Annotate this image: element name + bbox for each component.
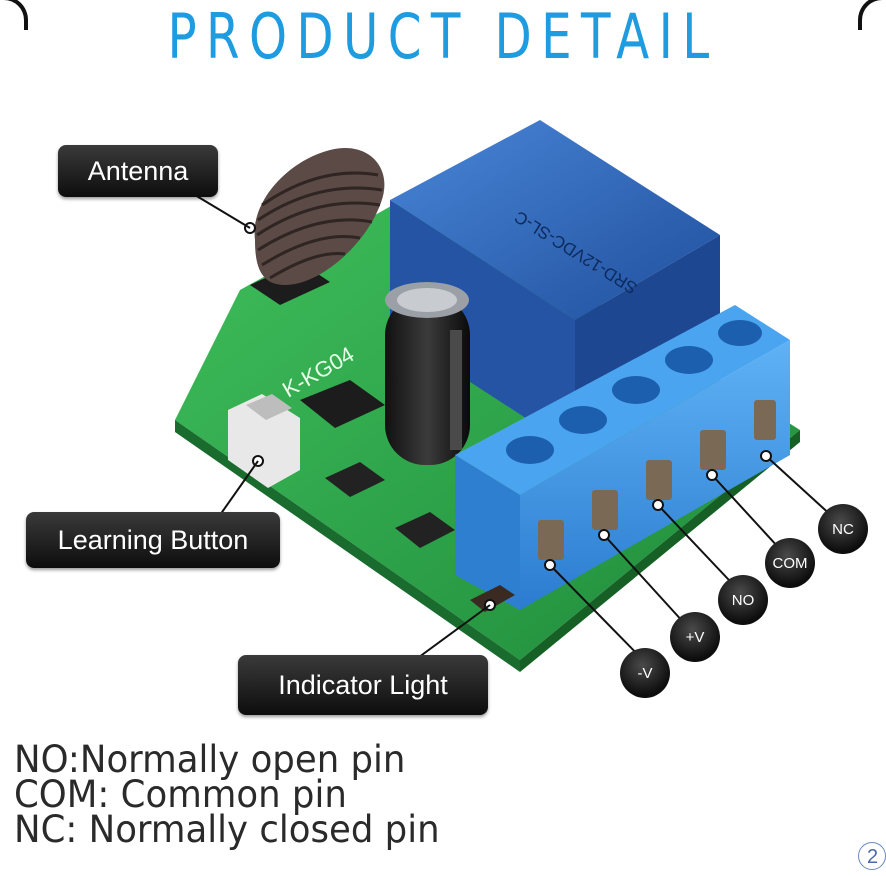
antenna-callout: Antenna: [58, 145, 218, 197]
pin-pos-v-badge: +V: [670, 612, 720, 662]
legend-com: COM: Common pin: [14, 773, 347, 816]
learning-button-part: [228, 394, 300, 488]
terminal-block: [455, 305, 790, 610]
pin-neg-v-badge: -V: [620, 648, 670, 698]
pin-markers: [544, 450, 772, 571]
page-number-badge: 2: [858, 842, 886, 870]
pin-com-badge: COM: [765, 538, 815, 588]
frame-corner-right: [858, 0, 886, 30]
antenna-coil: [244, 148, 385, 285]
pin-no-badge: NO: [718, 575, 768, 625]
legend-no: NO:Normally open pin: [14, 738, 406, 781]
indicator-light-callout: Indicator Light: [238, 655, 488, 715]
capacitor: [385, 282, 470, 465]
learning-button-callout: Learning Button: [26, 512, 280, 568]
frame-corner-left: [0, 0, 28, 30]
pin-legend: NO:Normally open pin COM: Common pin NC:…: [14, 738, 457, 851]
page-title: PRODUCT DETAIL: [167, 0, 719, 73]
pin-nc-badge: NC: [818, 504, 868, 554]
legend-nc: NC: Normally closed pin: [14, 808, 440, 851]
